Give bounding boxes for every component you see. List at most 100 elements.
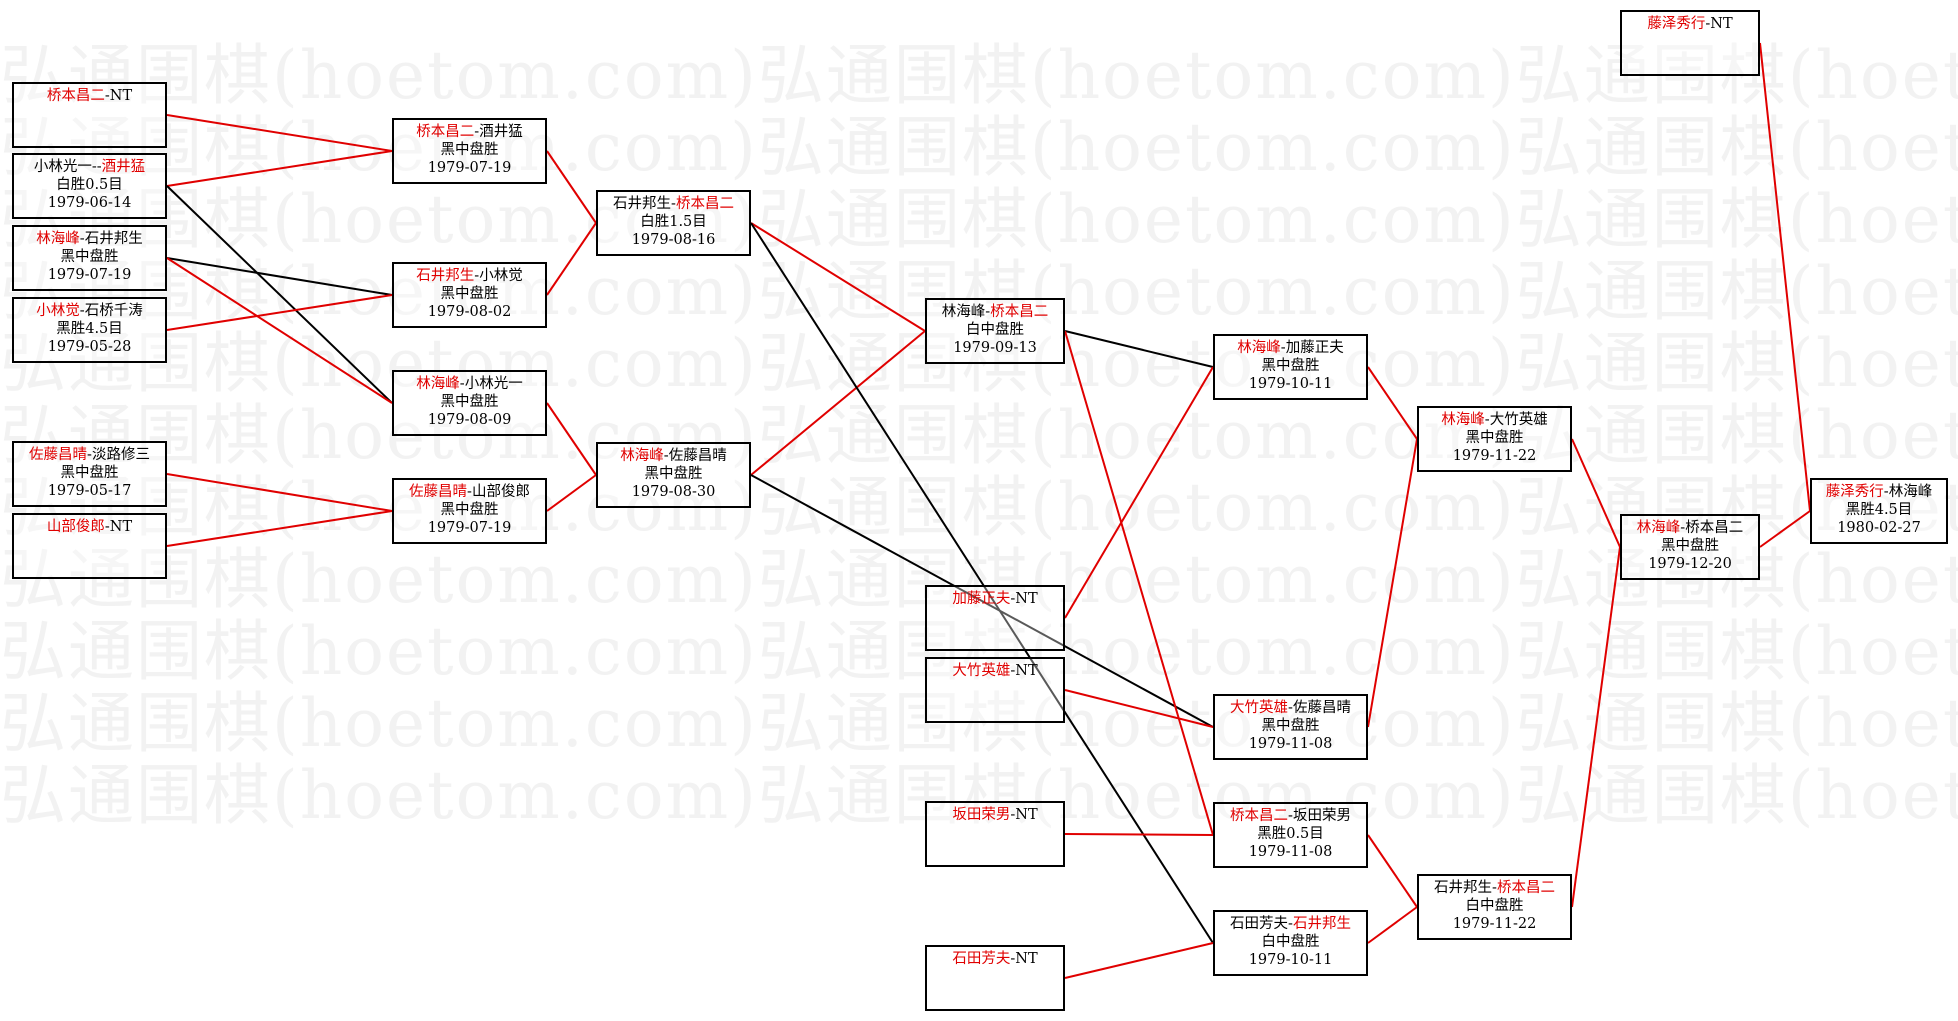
player-separator: - <box>1288 808 1293 824</box>
match-result: 黑中盘胜 <box>440 394 499 410</box>
bracket-connector-r1d-r2b <box>546 474 597 512</box>
bracket-connector-r1b-r2a <box>546 222 597 296</box>
white-player-name: 石井邦生 <box>84 231 143 247</box>
match-date: 1979-05-28 <box>47 339 132 355</box>
player-separator: - <box>1484 412 1490 428</box>
match-date: 1979-07-19 <box>427 160 512 176</box>
white-player-name: 小林光一 <box>464 376 523 392</box>
black-player-name: 林海峰 <box>1237 340 1281 356</box>
match-result: 黑中盘胜 <box>644 466 703 482</box>
white-player-name: 酒井猛 <box>479 124 523 140</box>
black-player-name: 加藤正夫 <box>952 591 1011 607</box>
match-players: 山部俊郎-NT <box>14 518 165 536</box>
bracket-connector-r3b-r4a <box>1064 366 1214 619</box>
match-result: 黑中盘胜 <box>1661 538 1719 554</box>
match-players: 藤泽秀行-NT <box>1622 15 1758 33</box>
bye-marker: -NT <box>1010 807 1038 823</box>
match-date: 1979-12-20 <box>1648 556 1732 572</box>
match-date: 1979-11-22 <box>1452 916 1537 932</box>
player-separator: - <box>79 303 85 319</box>
bracket-connector-r0c-r1b <box>166 257 393 296</box>
bracket-connector-r4d-r5b <box>1367 906 1418 944</box>
match-box: 加藤正夫-NT <box>925 585 1065 651</box>
bracket-connector-r0d-r1b <box>166 294 393 331</box>
black-player-name: 石井邦生 <box>613 196 672 212</box>
bracket-connector-r0a-r1a <box>166 114 393 152</box>
match-players: 藤泽秀行-林海峰 <box>1812 483 1946 501</box>
bye-marker: -NT <box>104 88 133 104</box>
white-player-name: 桥本昌二 <box>1496 880 1555 896</box>
black-player-name: 林海峰 <box>416 376 460 392</box>
black-player-name: 山部俊郎 <box>46 519 105 535</box>
bracket-connector-r4a-r5a <box>1367 366 1418 440</box>
white-player-name: 桥本昌二 <box>1685 520 1744 536</box>
black-player-name: 桥本昌二 <box>46 88 105 104</box>
match-result: 黑胜4.5目 <box>1845 502 1913 518</box>
bracket-connector-r2a-r3a <box>750 222 926 332</box>
bracket-connector-r1c-r2b <box>546 402 597 476</box>
player-separator: - <box>671 196 676 212</box>
black-player-name: 大竹英雄 <box>1230 700 1289 716</box>
match-result: 白胜0.5目 <box>56 177 123 193</box>
black-player-name: 林海峰 <box>620 448 664 464</box>
match-players: 佐藤昌晴-淡路修三 <box>14 446 165 464</box>
bracket-connector-r3c-r4b <box>1064 689 1214 728</box>
black-player-name: 佐藤昌晴 <box>409 484 468 500</box>
match-result: 黑中盘胜 <box>60 249 119 265</box>
match-date: 1979-06-14 <box>47 195 132 211</box>
match-result: 白中盘胜 <box>1261 934 1320 950</box>
match-date: 1979-09-13 <box>953 340 1037 356</box>
match-date: 1979-11-08 <box>1248 736 1333 752</box>
bracket-connector-r5b-r6a <box>1571 546 1621 908</box>
white-player-name: 小林觉 <box>479 268 523 284</box>
black-player-name: 林海峰 <box>1636 520 1681 536</box>
match-box: 林海峰-佐藤昌晴黑中盘胜 1979-08-30 <box>596 442 751 508</box>
player-separator: - <box>459 376 465 392</box>
match-date: 1979-11-22 <box>1452 448 1537 464</box>
match-result: 黑中盘胜 <box>1465 430 1524 446</box>
match-players: 小林光一--酒井猛 <box>14 158 165 176</box>
match-players: 林海峰-佐藤昌晴 <box>598 447 749 465</box>
black-player-name: 藤泽秀行 <box>1825 484 1884 500</box>
bye-marker: -NT <box>1705 16 1733 32</box>
match-players: 石田芳夫-石井邦生 <box>1215 915 1366 933</box>
match-date: 1979-08-30 <box>631 484 716 500</box>
player-separator: -- <box>91 159 102 175</box>
white-player-name: 淡路修三 <box>91 447 150 463</box>
bracket-connector-r0b-r1a <box>166 150 393 187</box>
player-separator: - <box>1492 880 1497 896</box>
match-result: 黑胜0.5目 <box>1257 826 1324 842</box>
match-players: 桥本昌二-酒井猛 <box>394 123 545 141</box>
match-players: 石井邦生-小林觉 <box>394 267 545 285</box>
match-players: 石田芳夫-NT <box>927 950 1063 968</box>
match-result: 白胜1.5目 <box>640 214 707 230</box>
bye-marker: -NT <box>1010 951 1038 967</box>
white-player-name: 大竹英雄 <box>1489 412 1548 428</box>
player-separator: - <box>985 304 991 320</box>
match-players: 桥本昌二-NT <box>14 87 165 105</box>
match-players: 林海峰-桥本昌二 <box>1622 519 1758 537</box>
bracket-connector-r0f-r1d <box>166 510 393 547</box>
bye-marker: -NT <box>104 519 133 535</box>
black-player-name: 石井邦生 <box>416 268 475 284</box>
white-player-name: 酒井猛 <box>101 159 146 175</box>
match-box: 山部俊郎-NT <box>12 513 167 579</box>
player-separator: - <box>1680 520 1686 536</box>
black-player-name: 石田芳夫 <box>1230 916 1289 932</box>
bracket-connector-r2a-r4d <box>750 222 1214 944</box>
bracket-connector-r0c-r1c <box>166 257 393 404</box>
white-player-name: 桥本昌二 <box>990 304 1049 320</box>
match-box: 小林光一--酒井猛白胜0.5目 1979-06-14 <box>12 153 167 219</box>
